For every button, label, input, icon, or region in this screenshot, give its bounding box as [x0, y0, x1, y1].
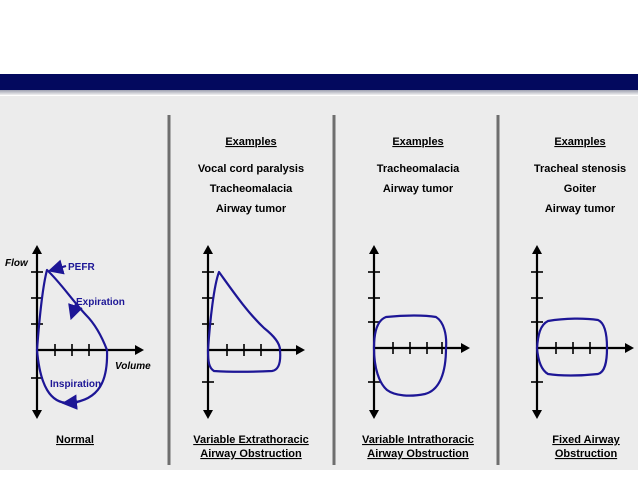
caption-line: Variable Extrathoracic	[193, 434, 309, 446]
example-item: Goiter	[564, 183, 597, 195]
expiration-label: Expiration	[76, 297, 125, 308]
x-axis-arrow	[296, 345, 305, 355]
header-bar-shadow	[0, 90, 638, 95]
header-bar	[0, 74, 638, 90]
intrathoracic-flow-volume-loop	[372, 314, 448, 397]
fixed-flow-volume-loop	[535, 317, 609, 377]
inspiration-arrow	[61, 394, 79, 410]
axis-ticks	[531, 271, 591, 383]
caption-line: Obstruction	[555, 448, 618, 460]
axis-ticks	[368, 271, 443, 383]
normal-graph: Flow Volume PEFR Expiration Inspiration	[5, 245, 151, 419]
caption-line: Airway Obstruction	[200, 448, 302, 460]
pefr-label: PEFR	[68, 262, 95, 273]
caption-line: Variable Intrathoracic	[362, 434, 474, 446]
inspiration-label: Inspiration	[50, 379, 101, 390]
x-axis-arrow	[135, 345, 144, 355]
y-axis-arrow-up	[369, 245, 379, 254]
example-item: Airway tumor	[545, 203, 616, 215]
flow-axis-label: Flow	[5, 258, 29, 269]
example-item: Tracheal stenosis	[534, 163, 626, 175]
examples-heading: Examples	[392, 136, 443, 148]
extrathoracic-graph	[202, 245, 305, 419]
example-item: Vocal cord paralysis	[198, 163, 304, 175]
caption-line: Fixed Airway	[552, 434, 620, 446]
expiration-arrow	[68, 303, 83, 321]
y-axis-arrow-up	[532, 245, 542, 254]
pefr-arrow	[47, 259, 67, 275]
examples-heading: Examples	[554, 136, 605, 148]
y-axis-arrow-down	[32, 410, 42, 419]
y-axis-arrow-down	[203, 410, 213, 419]
y-axis-arrow-down	[369, 410, 379, 419]
slide-panel	[0, 96, 638, 470]
y-axis-arrow-up	[32, 245, 42, 254]
axis-ticks	[202, 271, 262, 383]
example-item: Tracheomalacia	[210, 183, 293, 195]
normal-caption: Normal	[56, 434, 94, 446]
y-axis-arrow-up	[203, 245, 213, 254]
y-axis-arrow-down	[532, 410, 542, 419]
example-item: Airway tumor	[216, 203, 287, 215]
examples-heading: Examples	[225, 136, 276, 148]
example-item: Tracheomalacia	[377, 163, 460, 175]
x-axis-arrow	[461, 343, 470, 353]
extrathoracic-flow-volume-loop	[206, 270, 282, 373]
intrathoracic-graph	[368, 245, 470, 419]
fixed-obstruction-graph	[531, 245, 634, 419]
caption-line: Airway Obstruction	[367, 448, 469, 460]
x-axis-arrow	[625, 343, 634, 353]
volume-axis-label: Volume	[115, 361, 151, 372]
example-item: Airway tumor	[383, 183, 454, 195]
